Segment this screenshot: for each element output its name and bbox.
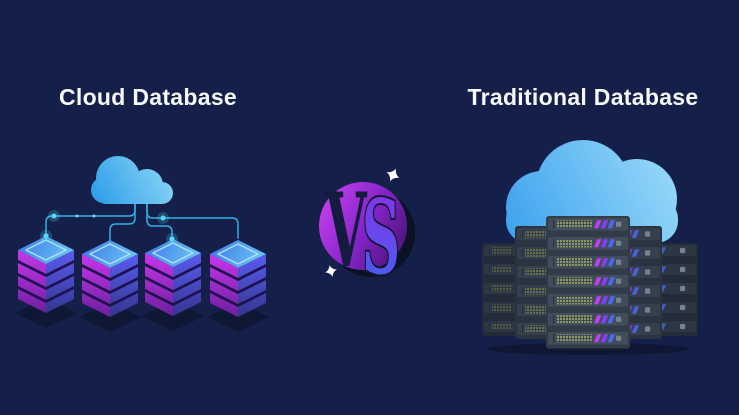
server-unit xyxy=(548,275,628,288)
database-stack xyxy=(141,238,205,332)
server-unit xyxy=(548,218,628,231)
traditional-database-title: Traditional Database xyxy=(467,84,699,110)
server-unit xyxy=(548,294,628,307)
sparkle-icon xyxy=(325,265,337,277)
cloud-icon xyxy=(91,156,173,204)
server-rack xyxy=(546,216,630,349)
server-unit xyxy=(548,256,628,269)
server-unit xyxy=(548,332,628,345)
badge-circle xyxy=(319,182,407,270)
sparkle-icon xyxy=(386,168,400,182)
server-unit xyxy=(548,313,628,326)
letter-s: S xyxy=(360,177,401,290)
cloud-network-illustration xyxy=(14,156,270,333)
server-racks xyxy=(482,216,698,349)
svg-text:S: S xyxy=(362,179,400,290)
cloud-database-title: Cloud Database xyxy=(58,84,237,110)
server-unit xyxy=(548,237,628,250)
database-stack xyxy=(14,235,78,329)
network-glow-dots xyxy=(40,210,178,245)
database-stack xyxy=(206,239,270,333)
vs-badge: V S xyxy=(319,168,415,290)
server-rack-illustration xyxy=(482,140,698,355)
database-stack xyxy=(78,239,142,333)
rack-shadow xyxy=(486,343,690,355)
connector-lines xyxy=(45,202,239,241)
